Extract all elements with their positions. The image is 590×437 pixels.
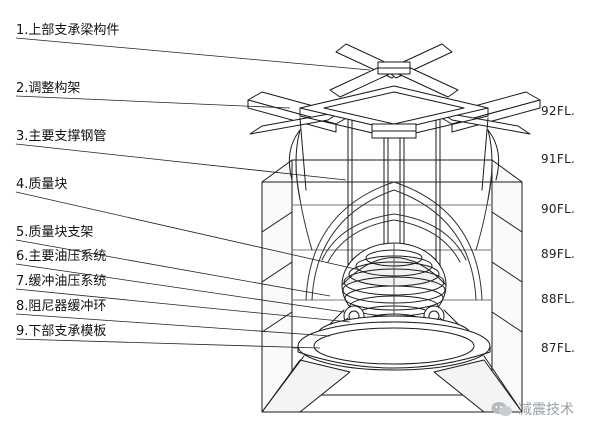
floor-label-2: 91FL. xyxy=(541,152,576,166)
floor-label-6: 87FL. xyxy=(541,341,576,355)
component-label-2: 2.调整构架 xyxy=(16,81,81,96)
adjust-frame xyxy=(247,85,541,139)
floor-label-5: 88FL. xyxy=(541,292,576,306)
wechat-icon xyxy=(491,402,512,416)
component-label-6: 6.主要油压系统 xyxy=(16,249,107,264)
component-label-3: 3.主要支撑钢管 xyxy=(16,129,107,144)
component-label-5: 5.质量块支架 xyxy=(16,225,94,240)
component-label-7: 7.缓冲油压系统 xyxy=(16,274,107,289)
component-label-8: 8.阻尼器缓冲环 xyxy=(16,299,107,314)
support-pipes xyxy=(288,117,500,301)
floor-label-4: 89FL. xyxy=(541,247,576,261)
component-label-1: 1.上部支承梁构件 xyxy=(16,23,120,38)
upper-beams xyxy=(329,43,459,98)
component-label-4: 4.质量块 xyxy=(16,177,68,192)
shaft-walls xyxy=(261,159,523,413)
watermark: 减震技术 xyxy=(491,399,574,419)
watermark-text: 减震技术 xyxy=(518,402,574,418)
lower-support-plate xyxy=(261,321,523,413)
floor-label-1: 92FL. xyxy=(541,104,576,118)
component-label-9: 9.下部支承模板 xyxy=(16,324,107,339)
mass-support-arcs xyxy=(295,169,493,301)
floor-label-3: 90FL. xyxy=(541,202,576,216)
